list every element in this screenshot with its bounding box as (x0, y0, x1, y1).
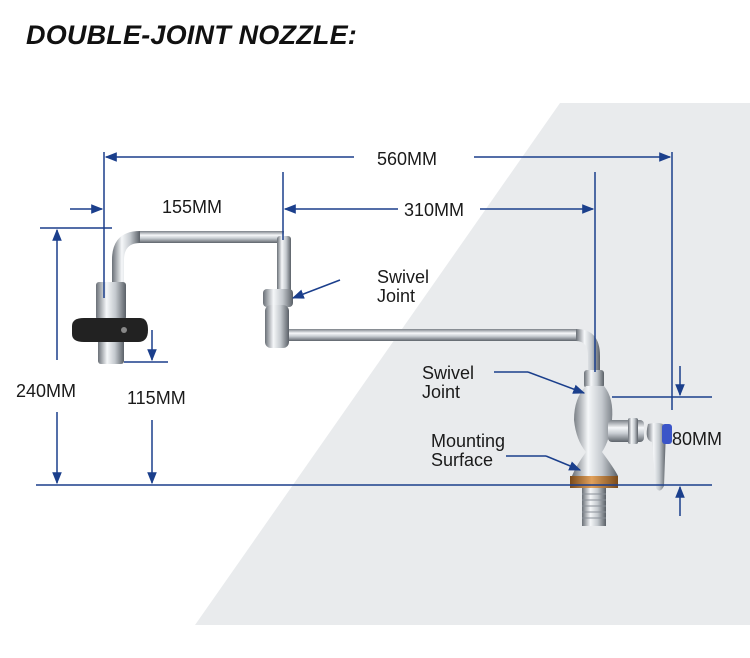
callout-line: Joint (377, 286, 416, 306)
dimension-lines (36, 152, 712, 516)
swivel-joint-upper-collar (277, 236, 291, 296)
dim-label-310: 310MM (404, 200, 465, 220)
dim-label-80: 80MM (672, 429, 723, 449)
lever-handle (646, 422, 666, 491)
callout-line: Surface (431, 450, 494, 470)
callout-line: Swivel (422, 363, 475, 383)
callout-mounting-surface: Mounting Surface (431, 432, 505, 470)
dim-label-240: 240MM (16, 381, 77, 401)
valve-body (572, 386, 618, 476)
short-arm-elbow (112, 231, 140, 283)
callout-swivel-joint-lower: Swivel Joint (422, 364, 474, 402)
dim-label-560: 560MM (377, 149, 438, 169)
brass-washer (570, 476, 618, 488)
long-arm (287, 329, 577, 341)
page-title: DOUBLE-JOINT NOZZLE: (26, 20, 357, 50)
backdrop-panel (195, 103, 750, 625)
callout-line: Mounting (431, 431, 506, 451)
swivel-joint-lower (584, 370, 604, 388)
short-arm (140, 231, 284, 243)
lever-cap-icon (662, 424, 672, 444)
callout-line: Swivel (377, 267, 430, 287)
long-arm-elbow (576, 329, 600, 372)
swivel-joint-upper-body (265, 305, 289, 348)
dim-label-155: 155MM (162, 197, 223, 217)
nozzle-tip (98, 338, 124, 364)
valve-stem-ring (628, 418, 638, 444)
nozzle-body (96, 282, 126, 320)
knob-icon (72, 318, 148, 342)
callout-line: Joint (422, 382, 461, 402)
valve-side-stem (608, 420, 644, 442)
dim-label-115: 115MM (127, 388, 186, 408)
leader-swivel-upper (291, 279, 341, 299)
callout-swivel-joint-upper: Swivel Joint (377, 268, 429, 306)
swivel-joint-upper (263, 289, 293, 307)
